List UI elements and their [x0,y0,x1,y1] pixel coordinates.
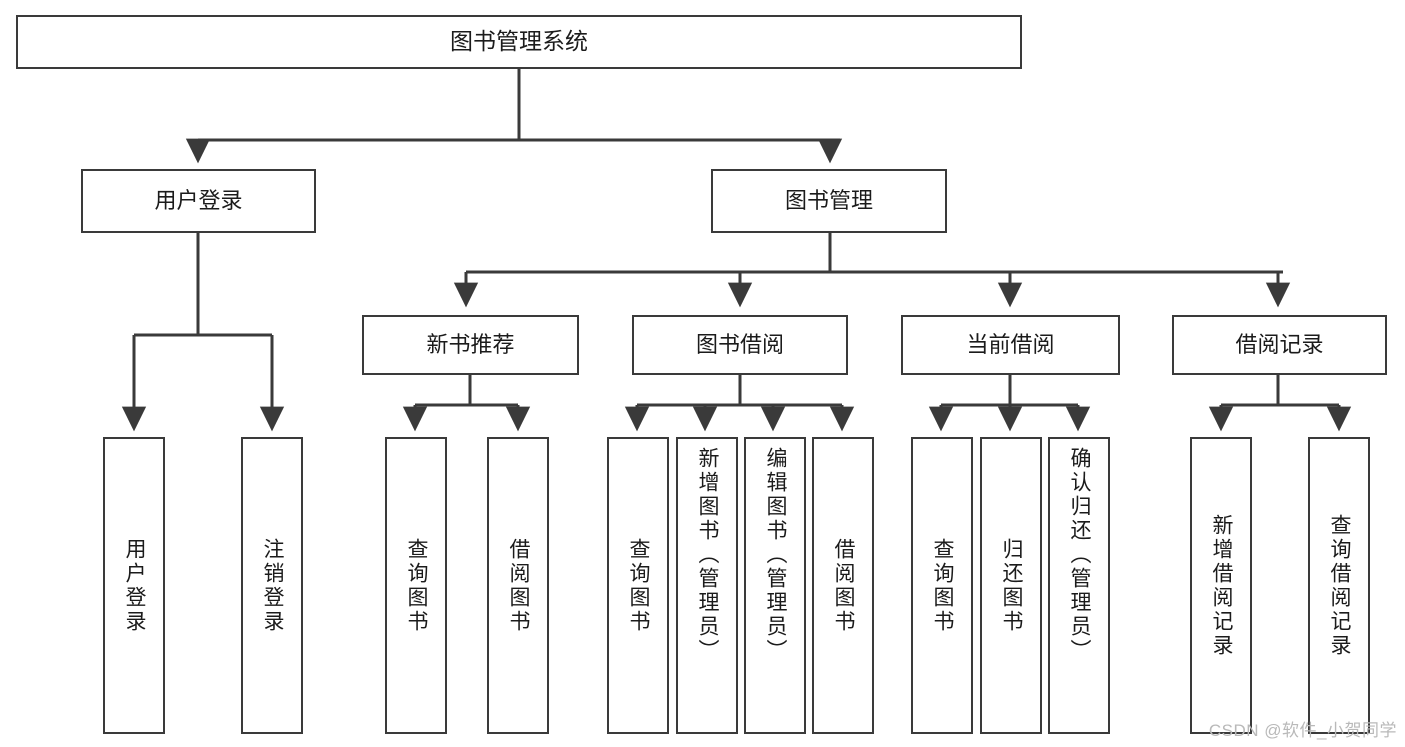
node-book-management[interactable]: 图书管理 [711,169,947,233]
node-user-login[interactable]: 用户登录 [81,169,316,233]
node-root[interactable]: 图书管理系统 [16,15,1022,69]
node-user-login-label: 用户登录 [154,188,243,214]
leaf-current-borrow-confirm-return[interactable]: 确认归还（管理员） [1048,437,1110,734]
node-borrow-record[interactable]: 借阅记录 [1172,315,1387,375]
node-borrow-record-label: 借阅记录 [1235,332,1324,358]
node-root-label: 图书管理系统 [450,28,588,55]
leaf-borrow-record-add-record-label: 新增借阅记录 [1210,513,1234,658]
leaf-new-book-borrow-book-label: 借阅图书 [507,537,531,634]
leaf-user-login-login[interactable]: 用户登录 [103,437,165,734]
leaf-book-borrow-edit-book[interactable]: 编辑图书（管理员） [744,437,806,734]
leaf-book-borrow-edit-book-label: 编辑图书（管理员） [764,447,788,663]
node-book-borrow-label: 图书借阅 [695,332,784,358]
node-current-borrow-label: 当前借阅 [966,332,1055,358]
leaf-user-login-login-label: 用户登录 [123,537,147,634]
node-current-borrow[interactable]: 当前借阅 [901,315,1120,375]
leaf-user-login-logout[interactable]: 注销登录 [241,437,303,734]
leaf-book-borrow-query-book-label: 查询图书 [627,537,651,634]
leaf-new-book-borrow-book[interactable]: 借阅图书 [487,437,549,734]
node-new-book-recommend-label: 新书推荐 [426,332,515,358]
leaf-new-book-query-book[interactable]: 查询图书 [385,437,447,734]
leaf-current-borrow-return-book-label: 归还图书 [1000,537,1024,634]
leaf-user-login-logout-label: 注销登录 [261,537,285,634]
leaf-new-book-query-book-label: 查询图书 [405,537,429,634]
leaf-current-borrow-return-book[interactable]: 归还图书 [980,437,1042,734]
leaf-current-borrow-confirm-return-label: 确认归还（管理员） [1068,447,1092,663]
leaf-current-borrow-query-book-label: 查询图书 [931,537,955,634]
csdn-watermark: CSDN @软件_小贺同学 [1208,721,1397,740]
leaf-book-borrow-borrow-book-label: 借阅图书 [832,537,856,634]
node-book-management-label: 图书管理 [784,188,873,214]
leaf-book-borrow-add-book[interactable]: 新增图书（管理员） [676,437,738,734]
node-book-borrow[interactable]: 图书借阅 [632,315,848,375]
node-new-book-recommend[interactable]: 新书推荐 [362,315,579,375]
leaf-book-borrow-add-book-label: 新增图书（管理员） [696,447,720,663]
leaf-book-borrow-borrow-book[interactable]: 借阅图书 [812,437,874,734]
leaf-current-borrow-query-book[interactable]: 查询图书 [911,437,973,734]
leaf-book-borrow-query-book[interactable]: 查询图书 [607,437,669,734]
leaf-borrow-record-query-record-label: 查询借阅记录 [1328,513,1352,658]
leaf-borrow-record-add-record[interactable]: 新增借阅记录 [1190,437,1252,734]
leaf-borrow-record-query-record[interactable]: 查询借阅记录 [1308,437,1370,734]
